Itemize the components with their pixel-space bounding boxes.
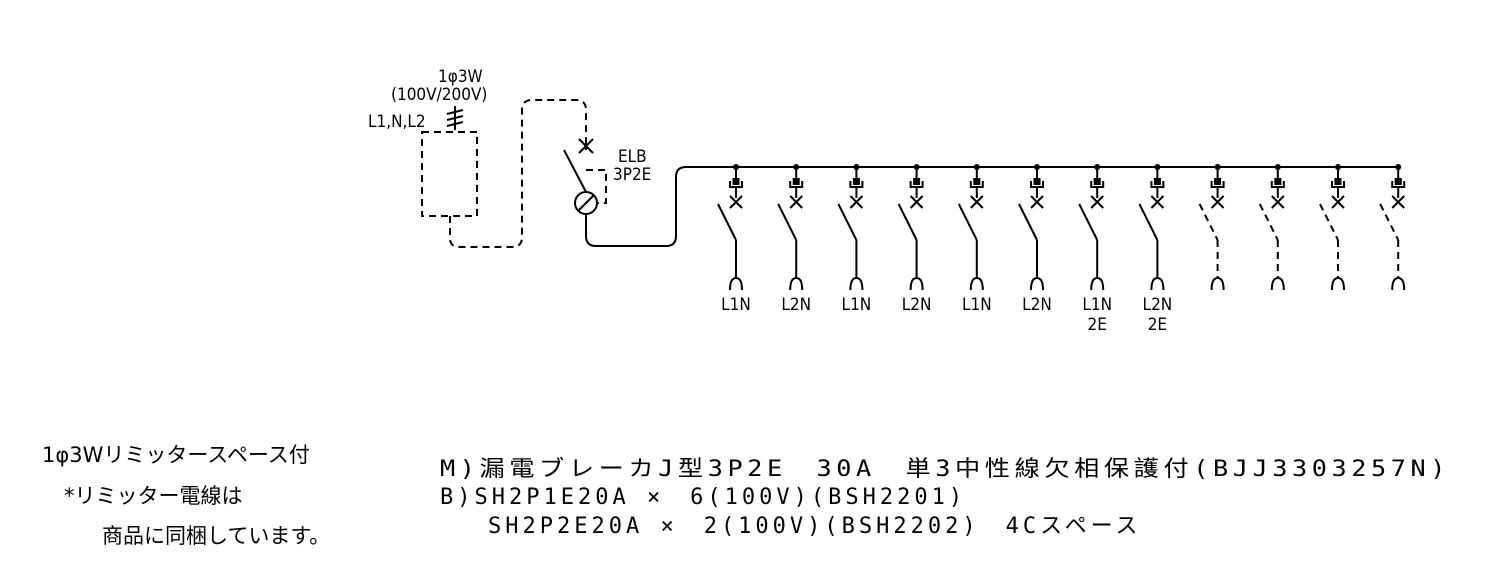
limiter-space-box [421, 131, 478, 217]
spare-space-branch [1379, 164, 1406, 291]
branch-breaker: L1N [717, 164, 751, 315]
breaker-contact-x-icon [789, 195, 803, 209]
main-breaker-poles: 3P2E [613, 165, 651, 185]
outlet-terminal-icon [1150, 276, 1165, 291]
switch-blade [897, 203, 918, 241]
branch-breaker: L2N [897, 164, 932, 315]
branch-label-2: 2E [1148, 315, 1167, 335]
plug-connector-icon [969, 178, 984, 188]
outlet-terminal-icon [1210, 276, 1225, 291]
branch-label: L2N [902, 295, 932, 315]
outlet-terminal-icon [729, 276, 743, 291]
plug-connector-icon [1150, 178, 1165, 188]
limiter-note-line3: 商品に同梱しています。 [102, 524, 330, 548]
branch-label: L1N [842, 295, 872, 315]
branch-label: L2N [1143, 295, 1173, 315]
spare-space-branch [1319, 164, 1345, 291]
breaker-contact-x-icon [1150, 195, 1165, 209]
branch-label: L1N [721, 295, 751, 315]
breaker-contact-x-icon [1331, 195, 1345, 209]
branch-breaker: L1N [837, 164, 872, 315]
breaker-contact-x-icon [1030, 195, 1044, 209]
spec-branch-2: SH2P2E20A × 2(100V)(BSH2202) 4Cスペース [488, 514, 1141, 539]
plug-connector-icon [909, 178, 924, 188]
supply-conductors-label: L1,N,L2 [368, 112, 426, 132]
branch-label-2: 2E [1088, 315, 1107, 335]
switch-blade [1379, 203, 1400, 241]
breaker-contact-x-icon [849, 195, 864, 209]
switch-blade [837, 203, 858, 241]
outlet-terminal-icon [1391, 276, 1406, 291]
branch-breaker: L2N [777, 164, 811, 315]
breaker-contact-x-icon [1391, 195, 1405, 209]
limiter-note-line2: *リミッター電線は [64, 484, 243, 508]
outlet-terminal-icon [909, 276, 924, 291]
plug-connector-icon [849, 178, 864, 188]
spec-branch-1: B)SH2P1E20A × 6(100V)(BSH2201) [440, 485, 966, 510]
main-breaker-name: ELB [618, 147, 647, 167]
main-breaker-symbol [563, 138, 598, 236]
supply-phase-label: 1φ3W [438, 67, 483, 87]
branch-label: L1N [1082, 295, 1112, 315]
limiter-wire [449, 99, 587, 248]
limiter-note-line1: 1φ3Wリミッタースペース付 [42, 443, 310, 467]
three-wire-tick-icon [446, 106, 464, 130]
outlet-terminal-icon [849, 276, 864, 291]
spare-space-branch [1258, 164, 1285, 291]
branch-breaker: L1N [957, 164, 992, 315]
outlet-terminal-icon [1270, 276, 1285, 291]
plug-connector-icon [1030, 178, 1044, 188]
supply-voltage-label: (100V/200V) [391, 85, 487, 105]
plug-connector-icon [1270, 178, 1285, 188]
plug-connector-icon [1331, 178, 1345, 188]
outlet-terminal-icon [1331, 276, 1345, 291]
plug-connector-icon [1090, 178, 1105, 188]
plug-connector-icon [789, 178, 804, 188]
outlet-terminal-icon [789, 276, 804, 291]
spec-main-breaker: M)漏電ブレーカJ型3P2E 30A 単3中性線欠相保護付(BJJ3303257… [440, 457, 1450, 482]
switch-blade [957, 203, 978, 241]
plug-connector-icon [1391, 178, 1406, 188]
plug-connector-icon [729, 178, 743, 188]
outlet-terminal-icon [1030, 276, 1044, 291]
outlet-terminal-icon [969, 276, 984, 291]
switch-blade [1078, 203, 1099, 241]
spare-space-branch [1198, 164, 1225, 291]
branch-label: L1N [962, 295, 992, 315]
main-feed-wire [585, 166, 1398, 247]
breaker-contact-x-icon [1271, 195, 1285, 209]
elb-detector-dashes [586, 169, 607, 204]
switch-blade [1138, 203, 1159, 241]
switch-blade [717, 203, 737, 241]
breaker-contact-x-icon [729, 195, 743, 209]
breaker-contact-x-icon [970, 195, 984, 209]
switch-blade [1018, 203, 1038, 241]
plug-connector-icon [1210, 178, 1225, 188]
switch-blade [777, 203, 798, 241]
breaker-contact-x-icon [1210, 195, 1225, 209]
branch-label: L2N [1022, 295, 1052, 315]
breaker-contact-x-icon [1090, 195, 1104, 209]
branch-breaker: L2N [1018, 164, 1052, 315]
branch-label: L2N [781, 295, 811, 315]
switch-blade [1319, 203, 1339, 241]
switch-blade [1198, 203, 1219, 241]
breaker-contact-x-icon [909, 195, 924, 209]
switch-blade [1258, 203, 1279, 241]
outlet-terminal-icon [1090, 276, 1105, 291]
